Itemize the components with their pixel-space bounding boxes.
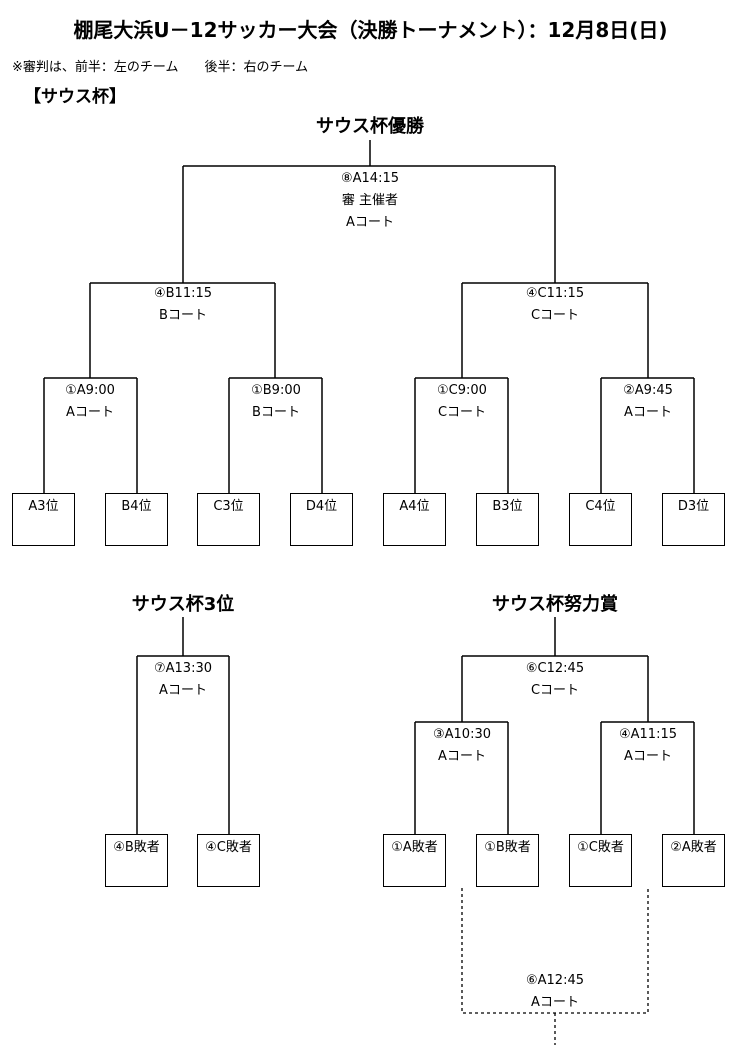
match-court: Bコート [252,405,300,420]
match-time: ①C9:00 [437,383,487,398]
match-court: Aコート [66,405,114,420]
match-time: ②A9:45 [623,383,673,398]
qf1-match-label: ①A9:00 Aコート [10,380,170,424]
team-box: D3位 [662,493,725,546]
team-box: ①A敗者 [383,834,446,887]
match-time: ①B9:00 [251,383,301,398]
team-box: A3位 [12,493,75,546]
cup-label: 【サウス杯】 [24,87,126,107]
semi-right-match-label: ④C11:15 Cコート [475,283,635,327]
match-time: ⑦A13:30 [153,661,212,676]
team-box: ②A敗者 [662,834,725,887]
team-box: D4位 [290,493,353,546]
team-box: C3位 [197,493,260,546]
effort-award-heading: サウス杯努力賞 [492,594,618,615]
final-match-label: ⑧A14:15 審 主催者 Aコート [290,168,450,234]
match-time: ⑥C12:45 [525,661,585,676]
match-court: Cコート [437,405,487,420]
team-box: B3位 [476,493,539,546]
consolation-match-label: ⑥A12:45 Aコート [475,970,635,1014]
winner-heading: サウス杯優勝 [316,116,424,137]
match-court: Aコート [438,749,486,764]
effort-final-match-label: ⑥C12:45 Cコート [475,658,635,702]
team-box: ④B敗者 [105,834,168,887]
team-box: C4位 [569,493,632,546]
qf3-match-label: ①C9:00 Cコート [382,380,542,424]
match-court: Aコート [624,405,672,420]
match-court: Aコート [159,683,207,698]
match-time: ③A10:30 [432,727,491,742]
match-court: Cコート [530,683,580,698]
match-court: Aコート [346,215,394,230]
match-time: ④C11:15 [525,286,585,301]
team-box: ④C敗者 [197,834,260,887]
match-time: ⑥A12:45 [525,973,584,988]
match-time: ④A11:15 [618,727,677,742]
match-court: Cコート [530,308,580,323]
match-court: Bコート [159,308,207,323]
match-time: ⑧A14:15 [340,171,399,186]
third-place-heading: サウス杯3位 [131,594,235,615]
match-referee: 審 主催者 [341,193,399,208]
effort-semi-right-match-label: ④A11:15 Aコート [568,724,728,768]
page-title: 棚尾大浜U－12サッカー大会（決勝トーナメント）：12月8日(日) [73,18,668,42]
effort-semi-left-match-label: ③A10:30 Aコート [382,724,542,768]
team-box: B4位 [105,493,168,546]
match-court: Aコート [624,749,672,764]
third-place-match-label: ⑦A13:30 Aコート [103,658,263,702]
team-box: ①C敗者 [569,834,632,887]
match-time: ④B11:15 [153,286,213,301]
semi-left-match-label: ④B11:15 Bコート [103,283,263,327]
qf2-match-label: ①B9:00 Bコート [196,380,356,424]
qf4-match-label: ②A9:45 Aコート [568,380,728,424]
referee-note: ※審判は、前半：左のチーム 後半：右のチーム [12,60,309,75]
team-box: A4位 [383,493,446,546]
team-box: ①B敗者 [476,834,539,887]
match-time: ①A9:00 [65,383,115,398]
match-court: Aコート [531,995,579,1010]
